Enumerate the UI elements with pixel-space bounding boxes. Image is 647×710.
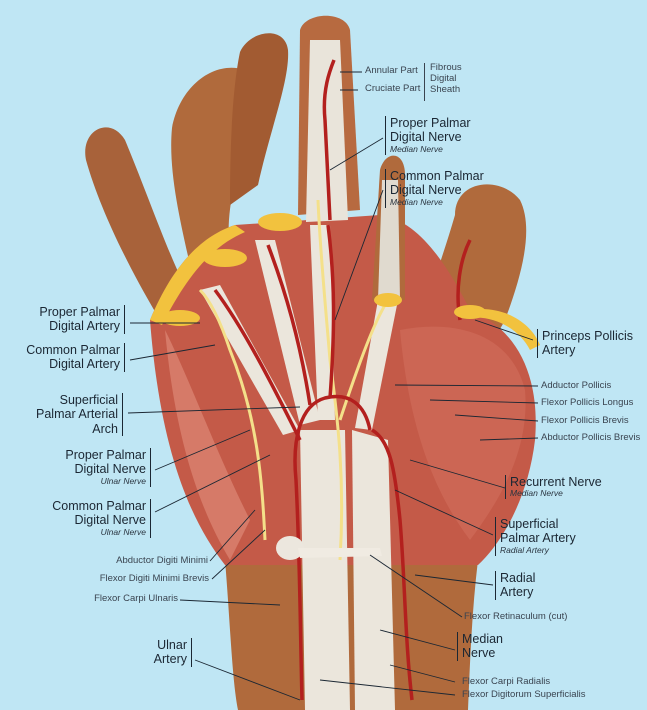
nerves bbox=[198, 199, 390, 561]
index-sheath bbox=[378, 180, 400, 300]
text: Median bbox=[462, 632, 503, 646]
subtext: Median Nerve bbox=[390, 196, 443, 207]
label-flexor-digiti-minimi-brevis: Flexor Digiti Minimi Brevis bbox=[99, 573, 209, 584]
text: Superficial bbox=[500, 517, 559, 531]
hypothenar-muscles bbox=[165, 330, 250, 560]
arteries bbox=[213, 59, 472, 701]
text: Common Palmar bbox=[52, 499, 146, 513]
label-flexor-carpi-ulnaris: Flexor Carpi Ulnaris bbox=[94, 593, 178, 604]
label-flexor-retinaculum: Flexor Retinaculum (cut) bbox=[464, 611, 568, 622]
label-median-nerve: Median Nerve bbox=[457, 632, 503, 661]
little-finger bbox=[85, 127, 192, 320]
text: Digital Nerve bbox=[74, 513, 146, 528]
label-sheath: Sheath bbox=[430, 83, 461, 95]
forearm bbox=[225, 560, 478, 710]
label-proper-palmar-digital-nerve-median: Proper Palmar Digital Nerve Median Nerve bbox=[385, 116, 471, 155]
label-flexor-digitorum-superficialis: Flexor Digitorum Superficialis bbox=[462, 689, 586, 700]
text: Proper Palmar bbox=[39, 305, 120, 319]
label-proper-palmar-digital-nerve-ulnar: Proper Palmar Digital Nerve Ulnar Nerve bbox=[65, 448, 151, 487]
label-common-palmar-digital-nerve-median: Common Palmar Digital Nerve Median Nerve bbox=[385, 169, 484, 208]
label-abductor-pollicis-brevis: Abductor Pollicis Brevis bbox=[541, 432, 641, 443]
label-princeps-pollicis-artery: Princeps Pollicis Artery bbox=[537, 329, 633, 358]
subtext: Ulnar Nerve bbox=[100, 475, 146, 486]
subtext: Ulnar Nerve bbox=[100, 526, 146, 537]
label-flexor-pollicis-brevis: Flexor Pollicis Brevis bbox=[541, 415, 629, 426]
text: Radial bbox=[500, 571, 536, 585]
label-annular-part: Annular Part bbox=[365, 65, 418, 76]
text: Digital Artery bbox=[49, 319, 120, 334]
subtext: Median Nerve bbox=[510, 488, 563, 499]
fat-pads bbox=[160, 213, 486, 326]
text: Superficial bbox=[59, 393, 118, 407]
label-radial-artery: Radial Artery bbox=[495, 571, 535, 600]
label-abductor-digiti-minimi: Abductor Digiti Minimi bbox=[116, 555, 208, 566]
text: Digital Nerve bbox=[74, 462, 146, 477]
text: Palmar Arterial bbox=[36, 407, 118, 422]
label-adductor-pollicis: Adductor Pollicis bbox=[541, 380, 612, 391]
text: Recurrent Nerve bbox=[510, 475, 602, 489]
text: Princeps Pollicis bbox=[542, 329, 634, 343]
text: Artery bbox=[153, 652, 187, 667]
text: Common Palmar bbox=[390, 169, 484, 183]
label-common-palmar-digital-nerve-ulnar: Common Palmar Digital Nerve Ulnar Nerve bbox=[52, 499, 151, 538]
label-ulnar-artery: Ulnar Artery bbox=[154, 638, 192, 667]
label-fibrous: Fibrous bbox=[430, 62, 462, 73]
text: Nerve bbox=[462, 646, 496, 661]
text: Palmar Artery bbox=[500, 531, 576, 546]
label-superficial-palmar-artery: Superficial Palmar Artery Radial Artery bbox=[495, 517, 576, 556]
text: Artery bbox=[542, 343, 576, 358]
label-fibrous-digital-sheath: Fibrous Digital Sheath bbox=[424, 62, 462, 101]
fat-border bbox=[150, 225, 245, 325]
label-flexor-carpi-radialis: Flexor Carpi Radialis bbox=[462, 676, 551, 687]
subtext: Radial Artery bbox=[500, 544, 549, 555]
ring-finger-tip bbox=[230, 33, 289, 205]
text: Artery bbox=[500, 585, 534, 600]
label-recurrent-nerve: Recurrent Nerve Median Nerve bbox=[505, 475, 602, 500]
text: Proper Palmar bbox=[65, 448, 146, 462]
leader-lines bbox=[127, 71, 539, 701]
text: Digital Nerve bbox=[390, 130, 462, 145]
text: Proper Palmar bbox=[390, 116, 471, 130]
label-common-palmar-digital-artery: Common Palmar Digital Artery bbox=[26, 343, 125, 372]
subtext: Median Nerve bbox=[390, 143, 443, 154]
text: Ulnar bbox=[157, 638, 187, 652]
pisiform bbox=[276, 536, 304, 560]
label-superficial-palmar-arterial-arch: Superficial Palmar Arterial Arch bbox=[36, 393, 123, 437]
flexor-retinaculum-cut bbox=[298, 548, 382, 558]
label-digital: Digital bbox=[430, 72, 457, 84]
text: Common Palmar bbox=[26, 343, 120, 357]
flexor-tendons bbox=[200, 225, 398, 710]
text: Digital Artery bbox=[49, 357, 120, 372]
thenar-muscles bbox=[400, 326, 526, 540]
label-flexor-pollicis-longus: Flexor Pollicis Longus bbox=[541, 397, 634, 408]
label-proper-palmar-digital-artery: Proper Palmar Digital Artery bbox=[39, 305, 125, 334]
text: Arch bbox=[92, 421, 118, 436]
label-cruciate-part: Cruciate Part bbox=[365, 83, 421, 94]
text: Digital Nerve bbox=[390, 183, 462, 198]
